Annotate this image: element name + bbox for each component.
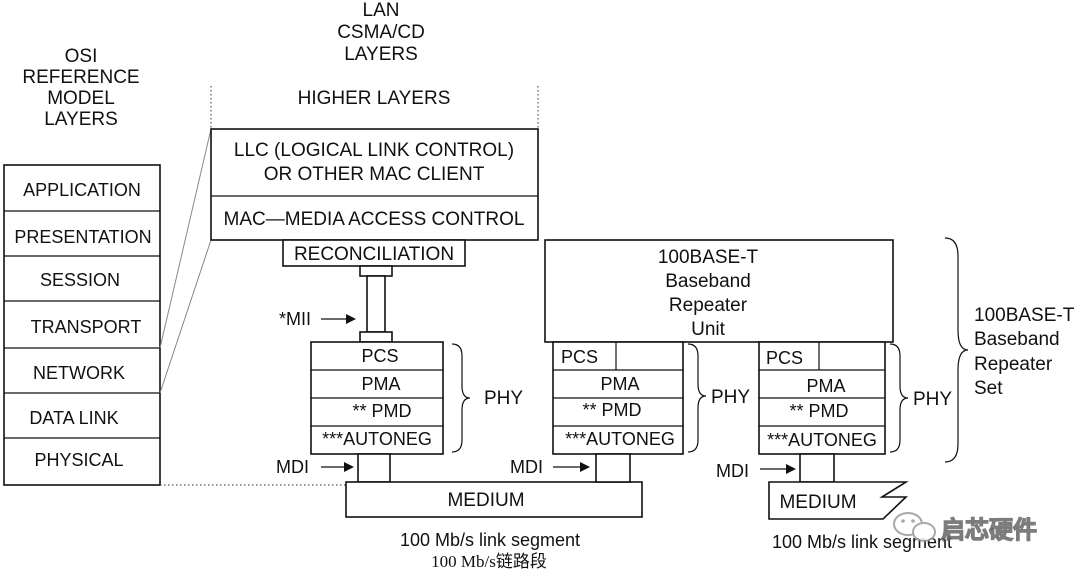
lan-stack: HIGHER LAYERS LLC (LOGICAL LINK CONTROL)… bbox=[210, 86, 539, 483]
osi-mapping-lines bbox=[159, 128, 346, 486]
mapping-line bbox=[159, 128, 212, 349]
arrow-head bbox=[346, 314, 356, 324]
llc-label: OR OTHER MAC CLIENT bbox=[264, 164, 485, 185]
higher-layers-label: HIGHER LAYERS bbox=[298, 88, 451, 109]
osi-header-line: LAYERS bbox=[44, 109, 118, 130]
osi-layer-data-link: DATA LINK bbox=[29, 408, 118, 428]
watermark-text: 启芯硬件 bbox=[941, 516, 1037, 544]
reconciliation-label: RECONCILIATION bbox=[294, 244, 454, 265]
mdi-connector bbox=[799, 453, 835, 483]
repeater-unit-label: Baseband bbox=[665, 271, 751, 292]
repeater-phy-right: PCS PMA ** PMD ***AUTONEG PHY MDI bbox=[716, 341, 952, 483]
repeater-set-label: Baseband bbox=[974, 329, 1060, 350]
repeater-unit-label: Repeater bbox=[669, 295, 748, 316]
repeater-set-label: 100BASE-T bbox=[974, 305, 1075, 326]
autoneg-label: ***AUTONEG bbox=[322, 429, 432, 449]
repeater-unit-label: 100BASE-T bbox=[658, 247, 759, 268]
osi-layer-network: NETWORK bbox=[33, 363, 125, 383]
mdi-connector bbox=[595, 453, 631, 483]
watermark: 启芯硬件 bbox=[893, 512, 1038, 545]
arrow-head bbox=[580, 462, 590, 472]
link-segment-label-cn: 100 Mb/s链路段 bbox=[431, 552, 547, 571]
phy-brace bbox=[889, 343, 909, 453]
phy-label: PHY bbox=[913, 389, 952, 410]
phy-label: PHY bbox=[484, 388, 523, 409]
mii-connector bbox=[366, 275, 386, 333]
osi-stack: APPLICATION PRESENTATION SESSION TRANSPO… bbox=[3, 164, 161, 486]
repeater-phy-middle: PCS PMA ** PMD ***AUTONEG PHY MDI bbox=[510, 341, 750, 483]
osi-layer-session: SESSION bbox=[40, 270, 120, 290]
osi-header-line: OSI bbox=[65, 46, 98, 67]
mdi-label: MDI bbox=[716, 461, 749, 481]
repeater-unit-label: Unit bbox=[691, 319, 726, 340]
repeater-set: 100BASE-T Baseband Repeater Set bbox=[944, 237, 1075, 463]
osi-header-line: MODEL bbox=[47, 88, 115, 109]
osi-header: OSI REFERENCE MODEL LAYERS bbox=[22, 46, 139, 130]
link-segment-label: 100 Mb/s link segment bbox=[400, 530, 580, 550]
llc-label: LLC (LOGICAL LINK CONTROL) bbox=[234, 140, 514, 161]
mapping-line bbox=[159, 239, 212, 394]
osi-layer-application: APPLICATION bbox=[23, 180, 141, 200]
osi-layer-presentation: PRESENTATION bbox=[14, 227, 151, 247]
medium-right: MEDIUM 100 Mb/s link segment bbox=[768, 481, 952, 552]
lan-header-line: LAN bbox=[363, 0, 400, 21]
repeater-set-label: Repeater bbox=[974, 354, 1053, 375]
repeater-set-label: Set bbox=[974, 378, 1003, 399]
medium-label: MEDIUM bbox=[447, 490, 524, 511]
osi-layer-transport: TRANSPORT bbox=[31, 317, 142, 337]
phy-brace bbox=[687, 343, 707, 453]
autoneg-label: ***AUTONEG bbox=[767, 430, 877, 450]
mdi-label: MDI bbox=[276, 457, 309, 477]
pma-label: PMA bbox=[600, 374, 639, 394]
pmd-label: ** PMD bbox=[789, 401, 848, 421]
mii-connector-top bbox=[359, 265, 393, 277]
mii-label: *MII bbox=[279, 309, 311, 329]
phy-brace bbox=[451, 343, 471, 453]
repeater-unit: 100BASE-T Baseband Repeater Unit bbox=[544, 239, 894, 343]
lan-header-line: CSMA/CD bbox=[337, 22, 425, 43]
pma-label: PMA bbox=[806, 376, 845, 396]
arrow-head bbox=[786, 464, 796, 474]
mii-connector-bottom bbox=[359, 331, 393, 343]
arrow-head bbox=[344, 462, 354, 472]
pmd-label: ** PMD bbox=[352, 401, 411, 421]
medium-main: MEDIUM 100 Mb/s link segment 100 Mb/s链路段 bbox=[345, 481, 643, 571]
phy-label: PHY bbox=[711, 387, 750, 408]
pma-label: PMA bbox=[361, 374, 400, 394]
lan-header: LAN CSMA/CD LAYERS bbox=[337, 0, 425, 65]
mac-label: MAC—MEDIA ACCESS CONTROL bbox=[224, 209, 525, 230]
pcs-label: PCS bbox=[361, 346, 398, 366]
mdi-connector bbox=[357, 453, 391, 483]
pmd-label: ** PMD bbox=[582, 400, 641, 420]
osi-layer-physical: PHYSICAL bbox=[34, 450, 123, 470]
pcs-label: PCS bbox=[561, 347, 598, 367]
autoneg-label: ***AUTONEG bbox=[565, 429, 675, 449]
osi-header-line: REFERENCE bbox=[22, 67, 139, 88]
mdi-label: MDI bbox=[510, 457, 543, 477]
repeater-set-brace bbox=[944, 237, 969, 463]
medium-label: MEDIUM bbox=[779, 492, 856, 513]
osi-stack-frame bbox=[3, 164, 161, 486]
medium-box bbox=[345, 481, 643, 518]
pcs-label: PCS bbox=[766, 348, 803, 368]
repeater-unit-box bbox=[544, 239, 894, 343]
link-segment-label: 100 Mb/s link segment bbox=[772, 532, 952, 552]
lan-header-line: LAYERS bbox=[344, 44, 418, 65]
wechat-icon bbox=[893, 512, 936, 542]
medium-broken-box bbox=[768, 481, 909, 520]
